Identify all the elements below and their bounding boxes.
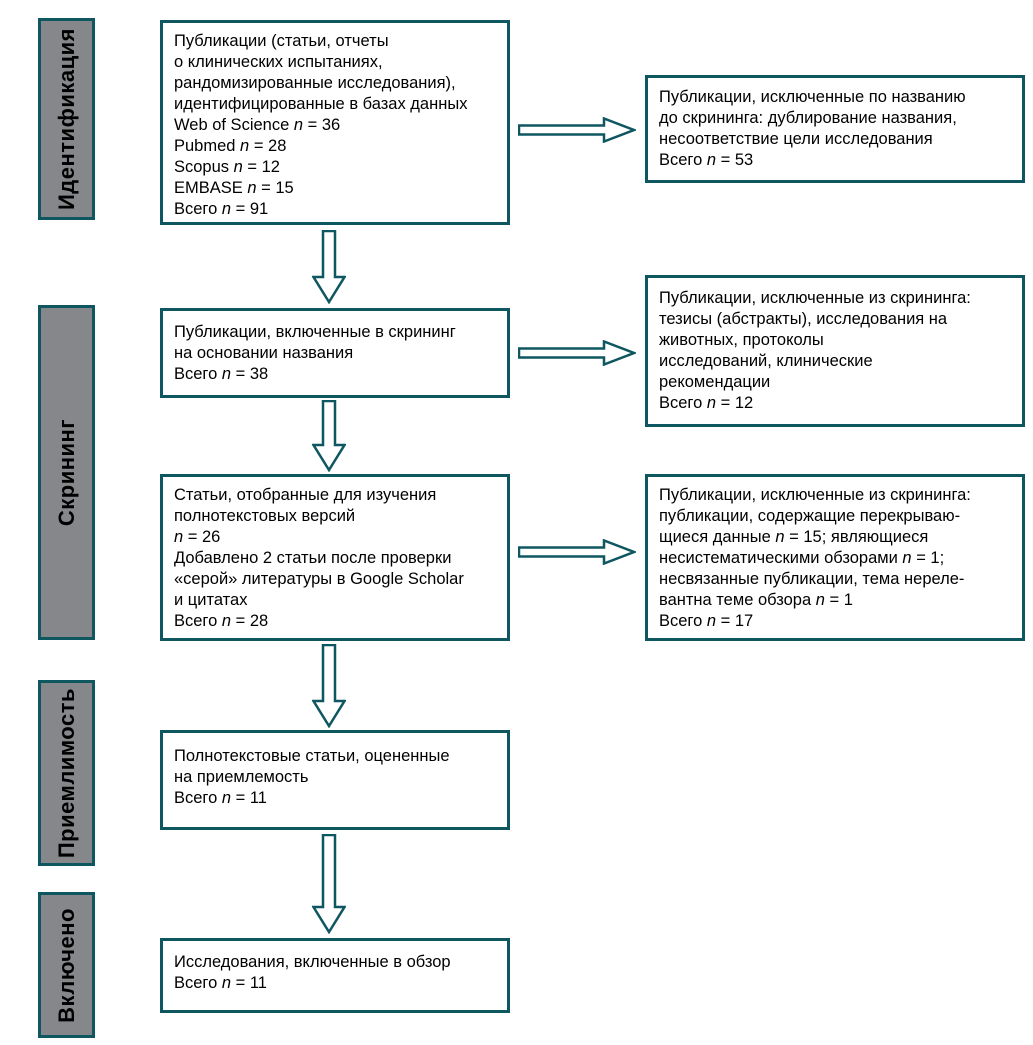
down-arrow-icon [312, 230, 346, 304]
stage-included: Включено [38, 892, 95, 1038]
right-arrow-icon [518, 539, 636, 565]
stage-label: Включено [53, 907, 79, 1023]
box-excluded-from-screening-1: Публикации, исключенные из скрининга:тез… [645, 275, 1025, 427]
stage-label: Идентификация [53, 27, 79, 210]
stage-identification: Идентификация [38, 18, 95, 220]
stage-label: Скрининг [53, 418, 79, 527]
right-arrow-icon [518, 117, 636, 143]
down-arrow-icon [312, 644, 346, 728]
stage-eligibility: Приемлимость [38, 680, 95, 866]
box-excluded-from-screening-2: Публикации, исключенные из скрининга:пуб… [645, 474, 1025, 641]
right-arrow-icon [518, 340, 636, 366]
down-arrow-icon [312, 400, 346, 472]
down-arrow-icon [312, 834, 346, 934]
stage-screening: Скрининг [38, 305, 95, 640]
stage-label: Приемлимость [53, 687, 79, 859]
